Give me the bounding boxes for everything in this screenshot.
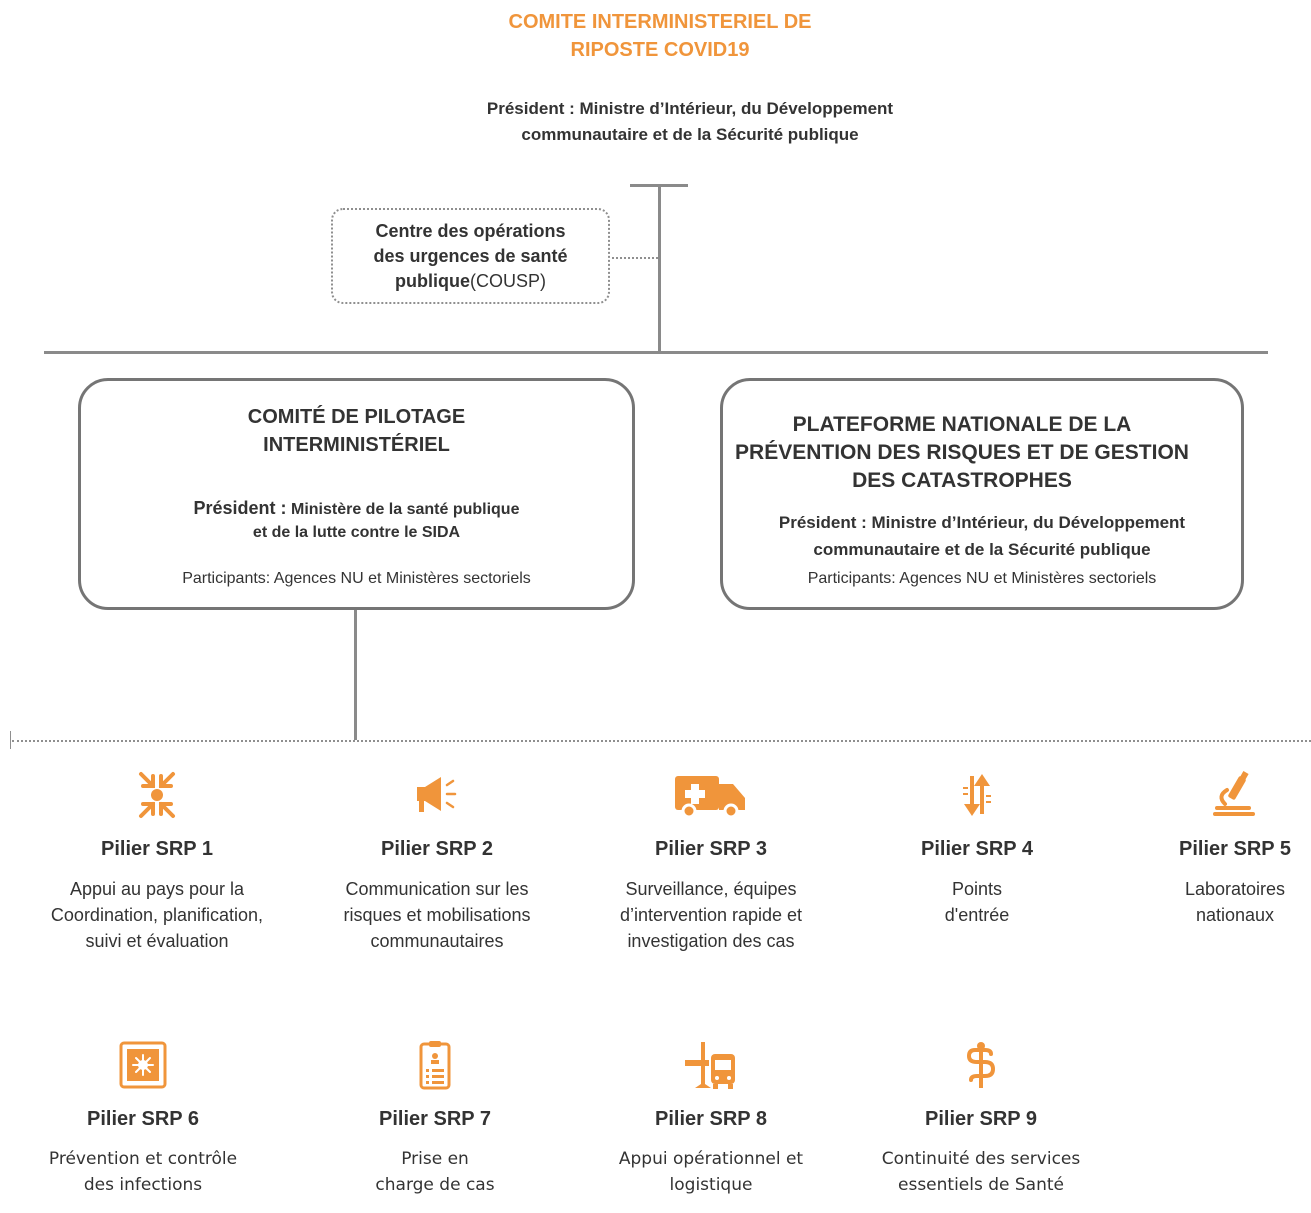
pillar-3: Pilier SRP 3 Surveillance, équipes d’int… [596, 770, 826, 954]
pillar-1-line-3: suivi et évaluation [85, 931, 229, 951]
steering-committee-box: COMITÉ DE PILOTAGE INTERMINISTÉRIEL Prés… [78, 378, 635, 610]
pillar-6-line-1: Prévention et contrôle [48, 1149, 238, 1169]
megaphone-icon [417, 777, 457, 812]
pillar-7: Pilier SRP 7 Prise en charge de cas [320, 1040, 550, 1198]
pillar-3-desc: Surveillance, équipes d’intervention rap… [596, 876, 826, 954]
cousp-line-3-rest: (COUSP) [470, 270, 546, 291]
pillar-5-line-1: Laboratoires [1184, 879, 1286, 899]
pillar-2-line-1: Communication sur les [345, 879, 529, 899]
pillar-3-line-1: Surveillance, équipes [625, 879, 797, 899]
top-president: Président : Ministre d’Intérieur, du Dév… [330, 96, 1050, 148]
pillar-9: Pilier SRP 9 Continuité des services ess… [866, 1040, 1096, 1198]
pillar-8-title: Pilier SRP 8 [655, 1108, 767, 1130]
pillar-6: Pilier SRP 6 Prévention et contrôle des … [28, 1040, 258, 1198]
pillar-6-title: Pilier SRP 6 [87, 1108, 199, 1130]
cousp-dotted-connector [612, 257, 658, 259]
pillar-2-desc: Communication sur les risques et mobilis… [322, 876, 552, 954]
pillar-3-title: Pilier SRP 3 [655, 838, 767, 860]
pillar-5-desc: Laboratoires nationaux [1160, 876, 1310, 928]
steering-committee-title: COMITÉ DE PILOTAGE INTERMINISTÉRIEL [81, 403, 632, 459]
pillar-9-line-2: essentiels de Santé [898, 1175, 1064, 1195]
platform-president-line-1: Président : Ministre d’Intérieur, du Dév… [778, 513, 1186, 532]
pillars-dotted-line [12, 740, 1311, 742]
platform-president: Président : Ministre d’Intérieur, du Dév… [723, 509, 1241, 563]
cousp-line-1: Centre des opérations [375, 220, 566, 241]
pillar-8-desc: Appui opérationnel et logistique [596, 1146, 826, 1198]
ambulance-icon [675, 776, 745, 819]
steering-president-line-1: Président : Ministère de la santé publiq… [81, 497, 632, 521]
pillar-2: Pilier SRP 2 Communication sur les risqu… [322, 770, 552, 954]
steering-title-line-2: INTERMINISTÉRIEL [263, 434, 450, 456]
pillar-7-title: Pilier SRP 7 [379, 1108, 491, 1130]
platform-participants: Participants: Agences NU et Ministères s… [807, 570, 1157, 587]
title-line-1: COMITE INTERMINISTERIEL DE [508, 11, 812, 33]
caduceus-icon [966, 1042, 996, 1088]
pillar-2-line-2: risques et mobilisations [343, 905, 531, 925]
pillar-3-line-3: investigation des cas [627, 931, 795, 951]
virus-box-icon [119, 1041, 167, 1089]
platform-title-line-3: DES CATASTROPHES [852, 469, 1072, 492]
pillar-8-line-2: logistique [669, 1175, 753, 1195]
national-platform-title: PLATEFORME NATIONALE DE LA PRÉVENTION DE… [703, 411, 1221, 495]
pillar-7-line-1: Prise en [401, 1149, 469, 1169]
main-horizontal-line [44, 351, 1268, 354]
pillar-9-line-1: Continuité des services [881, 1149, 1081, 1169]
steering-president: Président : Ministère de la santé publiq… [81, 497, 632, 544]
platform-president-line-2: communautaire et de la Sécurité publique [813, 540, 1151, 559]
microscope-icon [1213, 771, 1255, 816]
cousp-line-3-bold: publique [395, 270, 470, 291]
vertical-trunk [658, 184, 661, 354]
title-line-2: RIPOSTE COVID19 [570, 39, 750, 61]
clipboard-icon [419, 1041, 451, 1090]
cousp-line-3: publique(COUSP) [351, 269, 591, 294]
pillar-4-line-1: Points [951, 879, 1003, 899]
steering-president-label: Président : [193, 498, 287, 518]
pillar-9-desc: Continuité des services essentiels de Sa… [866, 1146, 1096, 1198]
steering-participants: Participants: Agences NU et Ministères s… [182, 570, 531, 587]
steering-president-line-2: et de la lutte contre le SIDA [252, 524, 461, 541]
left-box-down-line [354, 608, 357, 740]
steering-title-line-1: COMITÉ DE PILOTAGE [247, 406, 466, 428]
diagram-title: COMITE INTERMINISTERIEL DE RIPOSTE COVID… [480, 8, 840, 64]
pillar-4-desc: Points d'entrée [862, 876, 1092, 928]
national-platform-box: PLATEFORME NATIONALE DE LA PRÉVENTION DE… [720, 378, 1244, 610]
top-president-line-2: communautaire et de la Sécurité publique [521, 125, 859, 144]
pillar-7-line-2: charge de cas [375, 1175, 495, 1195]
pillar-2-line-3: communautaires [370, 931, 504, 951]
pillar-1-title: Pilier SRP 1 [101, 838, 213, 860]
plane-bus-icon [685, 1042, 735, 1089]
platform-title-line-2: PRÉVENTION DES RISQUES ET DE GESTION [735, 441, 1189, 464]
up-down-arrows-icon [963, 774, 991, 816]
pillar-4: Pilier SRP 4 Points d'entrée [862, 770, 1092, 928]
steering-president-value-1: Ministère de la santé publique [290, 501, 520, 518]
pillar-1-line-2: Coordination, planification, [50, 905, 264, 925]
pillar-1-line-1: Appui au pays pour la [69, 879, 245, 899]
cousp-box: Centre des opérations des urgences de sa… [331, 208, 610, 304]
pillar-8-line-1: Appui opérationnel et [618, 1149, 804, 1169]
top-president-line-1: Président : Ministre d’Intérieur, du Dév… [486, 99, 894, 118]
pillar-5-title: Pilier SRP 5 [1179, 838, 1291, 860]
pillar-8: Pilier SRP 8 Appui opérationnel et logis… [596, 1040, 826, 1198]
pillar-4-line-2: d'entrée [944, 905, 1010, 925]
pillar-9-title: Pilier SRP 9 [925, 1108, 1037, 1130]
pillar-5: Pilier SRP 5 Laboratoires nationaux [1160, 770, 1310, 928]
arrows-inward-icon [139, 772, 175, 818]
pillars-line-tick [10, 731, 11, 749]
pillar-7-desc: Prise en charge de cas [320, 1146, 550, 1198]
pillar-2-title: Pilier SRP 2 [381, 838, 493, 860]
cousp-line-2: des urgences de santé [373, 245, 568, 266]
pillar-1-desc: Appui au pays pour la Coordination, plan… [42, 876, 272, 954]
pillar-1: Pilier SRP 1 Appui au pays pour la Coord… [42, 770, 272, 954]
pillar-6-desc: Prévention et contrôle des infections [28, 1146, 258, 1198]
platform-title-line-1: PLATEFORME NATIONALE DE LA [792, 413, 1132, 436]
pillar-5-line-2: nationaux [1195, 905, 1275, 925]
pillar-6-line-2: des infections [83, 1175, 203, 1195]
pillar-3-line-2: d’intervention rapide et [619, 905, 803, 925]
pillar-4-title: Pilier SRP 4 [921, 838, 1033, 860]
